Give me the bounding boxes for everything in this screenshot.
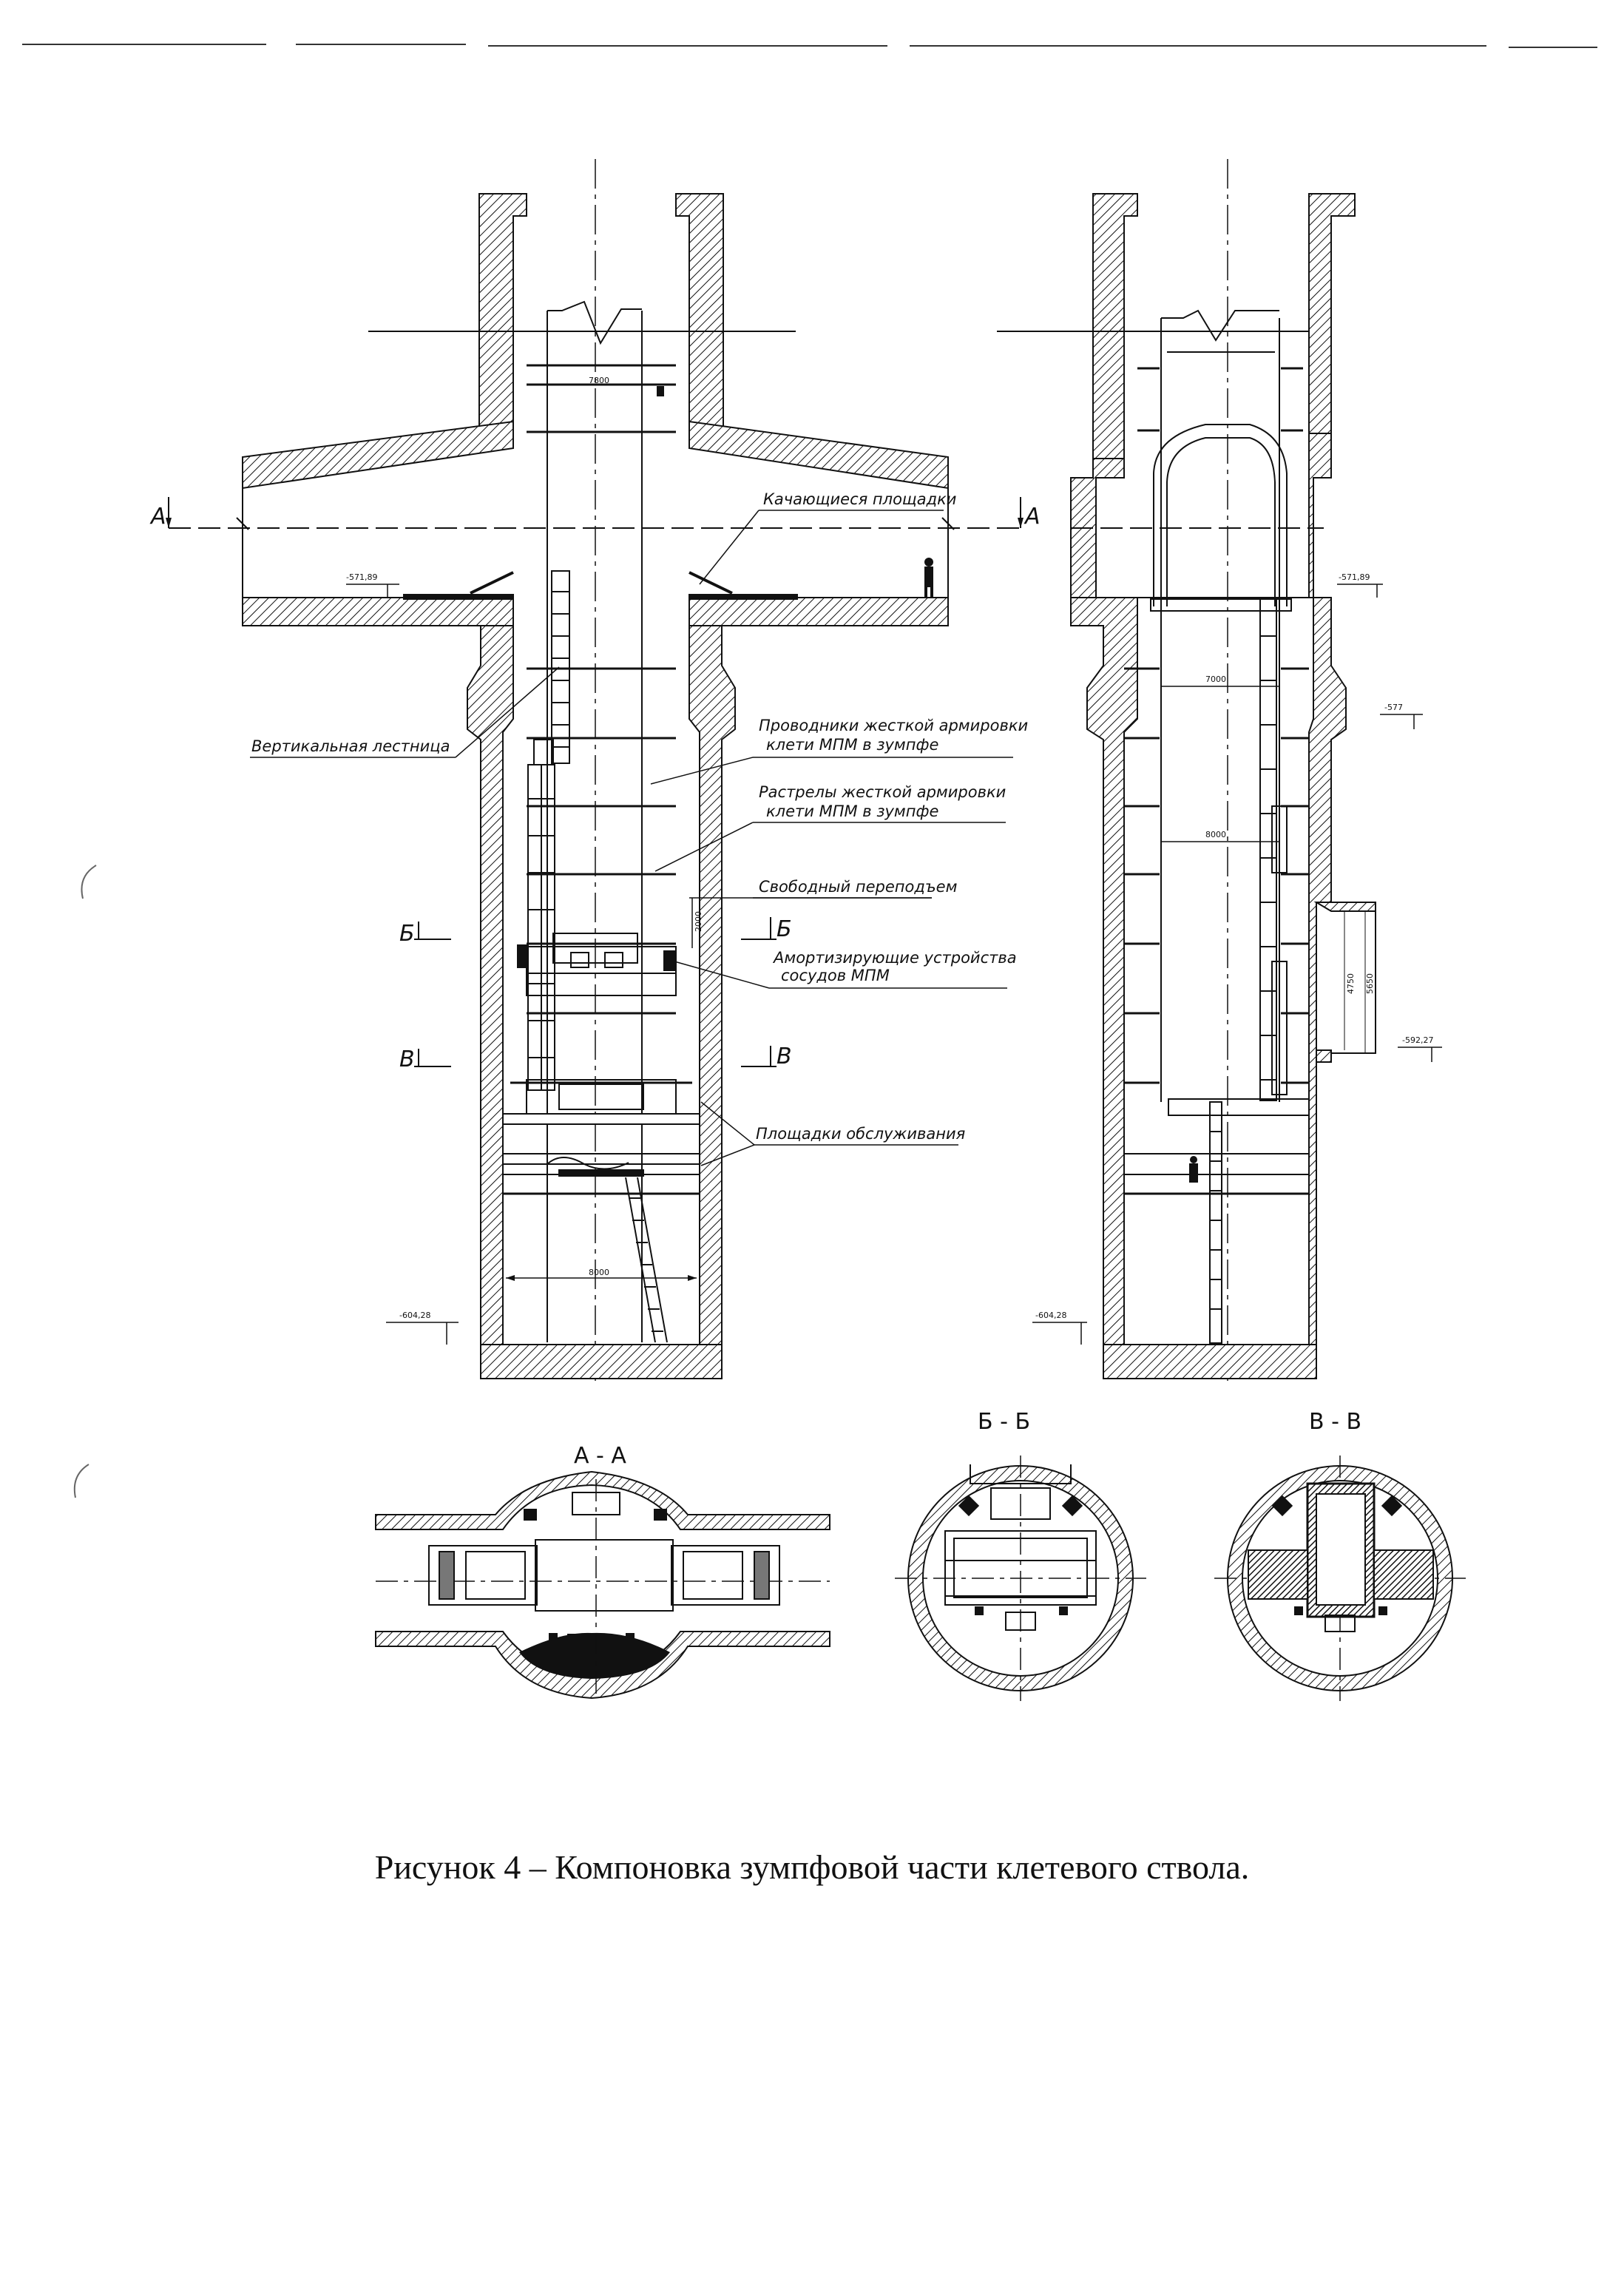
dim-niche-2: 5650 bbox=[1365, 973, 1375, 994]
label-free-overlift: Свободный переподъем bbox=[759, 878, 958, 896]
swinging-platforms bbox=[403, 571, 798, 600]
label-service-platforms: Площадки обслуживания bbox=[756, 1125, 965, 1143]
section-cut-marks bbox=[414, 917, 777, 1067]
cage-assembly bbox=[502, 933, 700, 1195]
elev-577: -577 bbox=[1384, 703, 1403, 712]
top-collar-left bbox=[478, 193, 527, 434]
label-shock-line1: Амортизирующие устройства bbox=[772, 949, 1017, 967]
roof-left bbox=[242, 420, 514, 490]
elev-right-bottom: -604,28 bbox=[1035, 1311, 1066, 1320]
dim-right-upper: 7000 bbox=[1205, 674, 1226, 684]
dim-upper-diameter: 7800 bbox=[589, 376, 609, 385]
break-line bbox=[547, 300, 642, 345]
mark-a-left: А bbox=[149, 504, 166, 530]
dim-clearance: 2000 bbox=[694, 911, 703, 932]
mark-b-left: Б bbox=[399, 921, 415, 947]
roof-right bbox=[688, 420, 949, 490]
scan-top-border bbox=[22, 44, 1597, 48]
figure-caption: Рисунок 4 – Компоновка зумпфовой части к… bbox=[374, 1848, 1250, 1886]
section-title-bb: Б - Б bbox=[978, 1409, 1030, 1435]
elev-left-bottom: -604,28 bbox=[399, 1311, 430, 1320]
label-buntons-line2: клети МПМ в зумпфе bbox=[766, 802, 938, 820]
dim-right-lower: 8000 bbox=[1205, 830, 1226, 839]
vertical-ladder bbox=[527, 570, 570, 1091]
label-vertical-ladder: Вертикальная лестница bbox=[251, 737, 450, 755]
inclined-ladder bbox=[625, 1177, 668, 1343]
binder-hole-marks bbox=[73, 865, 97, 1498]
top-collar-right bbox=[675, 193, 724, 434]
label-swinging-platforms: Качающиеся площадки bbox=[763, 490, 956, 508]
mark-v-left: В bbox=[399, 1047, 415, 1072]
lower-wall-left bbox=[467, 625, 514, 1363]
elev-left-level: -571,89 bbox=[346, 572, 377, 582]
section-title-aa: А - А bbox=[574, 1443, 626, 1469]
label-guides-line2: клети МПМ в зумпфе bbox=[766, 736, 938, 754]
lower-wall-right bbox=[688, 625, 736, 1363]
leader-lines bbox=[250, 510, 1013, 1166]
section-title-vv: В - В bbox=[1309, 1409, 1361, 1435]
floor-right bbox=[688, 597, 949, 626]
mark-v-right: В bbox=[777, 1044, 792, 1069]
section-v-v: В - В bbox=[1214, 1409, 1466, 1701]
label-guides-line1: Проводники жесткой армировки bbox=[759, 717, 1028, 734]
left-shaft-section: А А bbox=[149, 159, 1041, 1383]
right-shaft-section: 7000 8000 bbox=[997, 159, 1442, 1383]
section-a-a: А - А bbox=[375, 1443, 830, 1700]
label-shock-line2: сосудов МПМ bbox=[781, 967, 890, 984]
mark-b-right: Б bbox=[777, 916, 792, 942]
mark-a-right: А bbox=[1024, 504, 1041, 530]
buntons bbox=[527, 364, 676, 1084]
dim-niche-1: 4750 bbox=[1346, 973, 1356, 994]
section-b-b: Б - Б bbox=[895, 1409, 1146, 1701]
elev-592: -592,27 bbox=[1402, 1035, 1433, 1045]
sump-bottom bbox=[480, 1344, 723, 1379]
label-buntons-line1: Растрелы жесткой армировки bbox=[759, 783, 1006, 801]
elev-right-level: -571,89 bbox=[1339, 572, 1370, 582]
person-figure bbox=[924, 558, 933, 598]
floor-left bbox=[242, 597, 514, 626]
dim-sump-diameter: 8000 bbox=[589, 1268, 609, 1277]
